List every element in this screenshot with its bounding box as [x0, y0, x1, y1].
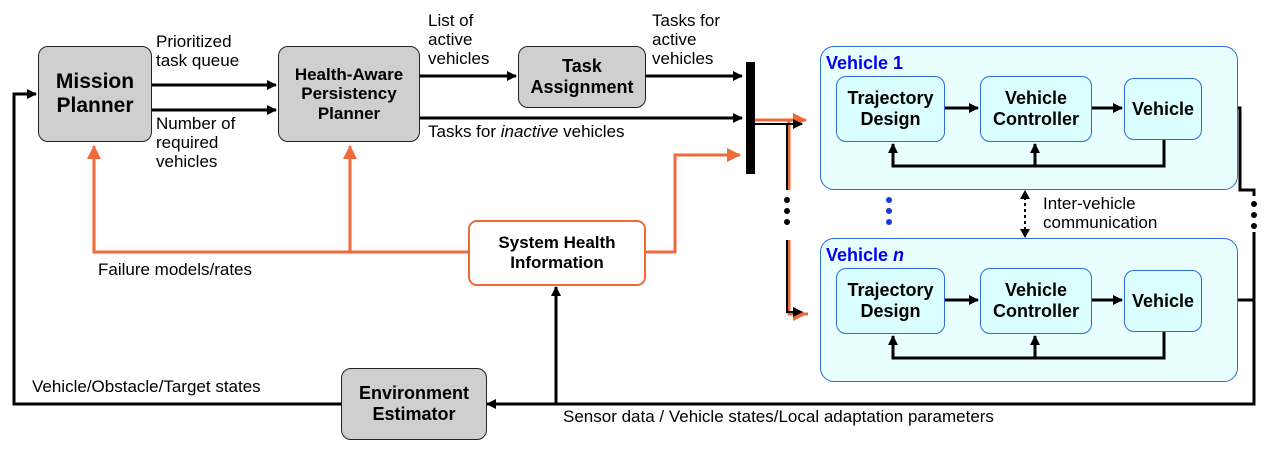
vehicle-1-trajectory-block[interactable]: Trajectory Design: [836, 76, 945, 142]
label-inter-vehicle: Inter-vehicle communication: [1043, 194, 1158, 233]
vehicle-n-vehicle-block[interactable]: Vehicle: [1124, 270, 1202, 332]
label-number-required: Number of required vehicles: [156, 114, 236, 172]
system-health-block[interactable]: System Health Information: [468, 220, 646, 286]
vehicle-n-title: Vehicle n: [826, 245, 905, 265]
label-sensor-data: Sensor data / Vehicle states/Local adapt…: [563, 407, 994, 426]
label-list-active: List of active vehicles: [428, 11, 490, 69]
environment-estimator-block[interactable]: Environment Estimator: [341, 368, 487, 440]
vehicle-n-controller-block[interactable]: Vehicle Controller: [980, 268, 1092, 334]
arrow-estimator-to-mission: [12, 89, 341, 406]
arrow-sensor-to-estimator: [486, 232, 1256, 409]
vehicle-1-title: Vehicle 1: [826, 53, 904, 73]
dispatch-bus-bar: [746, 62, 755, 174]
arrow-health-to-bus: [646, 148, 741, 254]
label-failure-models: Failure models/rates: [98, 260, 253, 279]
label-states-feedback: Vehicle/Obstacle/Target states: [32, 377, 261, 396]
inter-vehicle-arrow: [1020, 190, 1030, 238]
mission-planner-block[interactable]: Mission Planner: [38, 46, 152, 142]
vehicle-1-vehicle-block[interactable]: Vehicle: [1124, 78, 1202, 140]
persistency-planner-block[interactable]: Health-Aware Persistency Planner: [278, 46, 420, 142]
vehicle-ellipsis-dots: [784, 197, 1257, 229]
label-tasks-active: Tasks for active vehicles: [652, 11, 721, 69]
task-assignment-block[interactable]: Task Assignment: [518, 46, 646, 108]
label-prioritized-queue: Prioritized task queue: [156, 32, 240, 71]
vehicle-1-controller-block[interactable]: Vehicle Controller: [980, 76, 1092, 142]
vehicle-n-trajectory-block[interactable]: Trajectory Design: [836, 268, 945, 334]
label-tasks-inactive: Tasks for inactive vehicles: [428, 122, 625, 141]
arrow-health-to-mission: [87, 145, 468, 254]
